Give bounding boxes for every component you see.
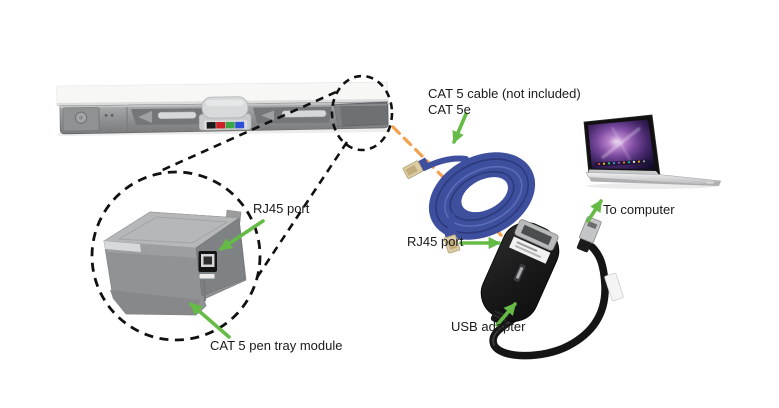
pen-slot-red — [216, 121, 226, 129]
module-bottom-shade — [110, 290, 200, 315]
adapter-label-text-1 — [516, 241, 538, 253]
dock-icon-10 — [642, 160, 646, 163]
connector-pins-bottom — [447, 239, 457, 250]
pen-slot-green — [225, 121, 235, 129]
dock-icon-3 — [607, 162, 611, 165]
cable-connector-bottom — [443, 227, 461, 254]
adapter-rj45-label: RJ45 port — [407, 234, 464, 249]
cable-callout-label: CAT 5 cable (not included) CAT 5e — [428, 86, 581, 118]
usb-metal-shell — [579, 216, 602, 244]
rj45-port-graphic — [198, 251, 217, 279]
cable-strand-3 — [449, 170, 515, 222]
laptop-dock — [595, 159, 650, 167]
laptop-base-front — [589, 177, 721, 186]
cable-lead-bottom — [448, 213, 458, 238]
to-computer-label: To computer — [603, 202, 675, 217]
magnifier-source-circle — [330, 74, 394, 152]
magnifier-rj45-label: RJ45 port — [253, 201, 310, 216]
dock-icon-5 — [617, 161, 621, 164]
cable-connector-top — [402, 157, 430, 179]
module-silver-edge — [104, 241, 141, 252]
laptop-lid-notch — [706, 182, 714, 184]
dock-icon-7 — [627, 161, 631, 164]
groove-notch-left — [138, 110, 153, 123]
tray-shadow — [58, 128, 391, 136]
module-notch — [203, 279, 206, 302]
status-led-1 — [104, 113, 108, 117]
green-arrow-magnifier-rj45 — [219, 219, 265, 251]
usb-adapter-label: USB adapter — [451, 319, 526, 334]
cable-callout-line2: CAT 5e — [428, 102, 471, 117]
groove-notch-right — [261, 110, 275, 121]
callout-arrows — [189, 112, 603, 339]
cone-line-upper — [157, 90, 337, 174]
pen-slot-black — [206, 122, 216, 129]
magnifier-cone-lines — [157, 90, 349, 289]
green-arrow-to-computer — [586, 199, 603, 223]
green-arrow-cat5-cable — [452, 112, 468, 144]
dock-icon-8 — [632, 160, 636, 163]
module-lid-line — [117, 216, 229, 244]
dock-icon-4 — [612, 162, 616, 165]
tray-cat5-module-highlight — [335, 103, 387, 107]
pen-tray-module-label: CAT 5 pen tray module — [210, 338, 343, 353]
cone-line-lower — [248, 141, 349, 289]
usb-connector-icon — [576, 216, 602, 253]
laptop-illustration — [583, 114, 722, 189]
galaxy-streak-2 — [611, 126, 631, 161]
cable-coil-hole — [461, 177, 508, 213]
cat5-cable-illustration — [402, 152, 536, 254]
dock-icon-9 — [637, 160, 641, 163]
pen-slot-blue — [235, 121, 245, 129]
pen-tray-module-illustration — [103, 209, 247, 316]
eraser-highlight — [205, 99, 244, 107]
adapter-print — [515, 266, 524, 280]
dock-icon-6 — [622, 161, 626, 164]
tray-cat5-module-bevel — [333, 104, 343, 127]
usb-shell-hole — [587, 221, 598, 230]
cable-tag-label — [604, 272, 624, 302]
adapter-rj45-slot — [520, 224, 553, 246]
cable-strand-2 — [444, 165, 523, 227]
connector-pins-top — [405, 164, 418, 176]
rj45-port-socket — [203, 256, 212, 265]
dock-icon-2 — [602, 162, 606, 165]
tray-button-center — [79, 115, 84, 120]
green-arrow-usb-adapter — [495, 302, 517, 327]
green-arrow-pen-tray-module — [189, 302, 231, 339]
adapter-label-text-2 — [514, 244, 542, 259]
tray-pen-right — [281, 109, 327, 118]
tray-pen-left — [157, 111, 197, 119]
status-led-2 — [110, 113, 114, 117]
tray-cat5-module — [333, 101, 389, 127]
rj45-port-label — [199, 274, 215, 279]
whiteboard-pen-tray-illustration — [56, 81, 391, 136]
dock-icon-1 — [597, 162, 601, 166]
cable-callout-line1: CAT 5 cable (not included) — [428, 86, 581, 101]
cable-strand-1 — [435, 158, 529, 234]
